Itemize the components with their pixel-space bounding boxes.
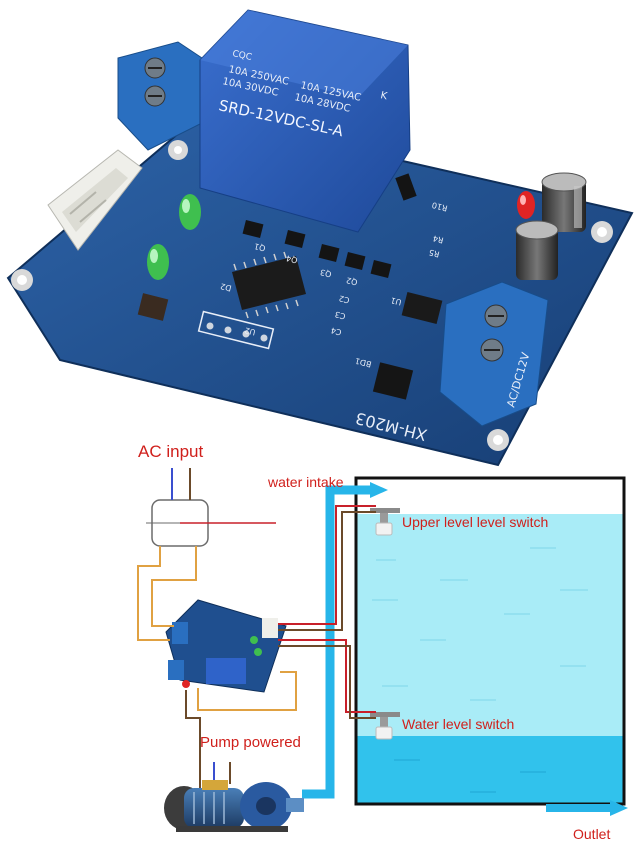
ref-d2: D2 (219, 281, 232, 292)
ref-q1: Q1 (253, 241, 266, 252)
mount-hole (11, 269, 33, 291)
pin-header-pads (197, 310, 275, 350)
smd-transistor (242, 220, 264, 238)
led-green (147, 244, 169, 280)
water-tank (354, 476, 626, 806)
ref-u2: U2 (244, 325, 257, 336)
capacitor (515, 220, 559, 280)
white-connector (47, 149, 143, 251)
ref-u1: U1 (390, 295, 403, 306)
regulator (401, 292, 443, 324)
ref-r4: R4 (432, 233, 445, 244)
mount-hole (487, 429, 509, 451)
ac-contactor-icon (146, 499, 276, 547)
mini-relay-module (165, 599, 287, 693)
ref-q2: Q2 (345, 275, 358, 286)
label-upper-switch: Upper level level switch (402, 514, 549, 530)
capacitor (541, 172, 587, 232)
ref-c3: C3 (334, 309, 347, 320)
led-red (517, 191, 535, 219)
wire-contactor (137, 546, 197, 641)
relay-module-photo: CQC 10A 250VAC 10A 30VDC 10A 125VAC 10A … (6, 9, 634, 467)
float-switch-icon (370, 712, 400, 740)
outlet-pipe (546, 800, 628, 816)
ref-q4: Q4 (285, 253, 298, 264)
ac-input-wires (171, 468, 191, 500)
relay-component: CQC 10A 250VAC 10A 30VDC 10A 125VAC 10A … (199, 9, 411, 233)
ref-r5: R5 (428, 247, 441, 258)
smd-transistor (344, 252, 366, 270)
inductor (137, 293, 169, 321)
smd-transistor (284, 230, 306, 248)
ref-k: K (379, 90, 388, 102)
ref-c4: C4 (330, 325, 343, 336)
mount-hole (168, 140, 188, 160)
bridge-rectifier (372, 362, 414, 400)
ref-bd1: BD1 (354, 356, 372, 369)
relay-mark: CQC (231, 49, 252, 63)
led-green (179, 194, 201, 230)
label-outlet: Outlet (573, 826, 611, 842)
float-switch-icon (370, 508, 400, 536)
pump-icon (164, 780, 304, 832)
wire-pump (185, 671, 297, 800)
label-ac-input: AC input (138, 442, 204, 461)
intake-pipe (302, 482, 388, 799)
diode (395, 173, 417, 201)
ref-q3: Q3 (319, 267, 332, 278)
terminal-block-right (439, 281, 549, 427)
label-water-intake: water intake (268, 474, 344, 490)
ref-r10: R10 (431, 200, 448, 213)
mount-hole (591, 221, 613, 243)
smd-transistor (318, 244, 340, 262)
ic-chip (232, 251, 306, 319)
smd-transistor (370, 260, 392, 278)
label-pump-powered: Pump powered (200, 734, 301, 751)
label-lower-switch: Water level switch (402, 716, 515, 732)
ref-c2: C2 (338, 293, 351, 304)
wire-sensor (278, 505, 376, 719)
